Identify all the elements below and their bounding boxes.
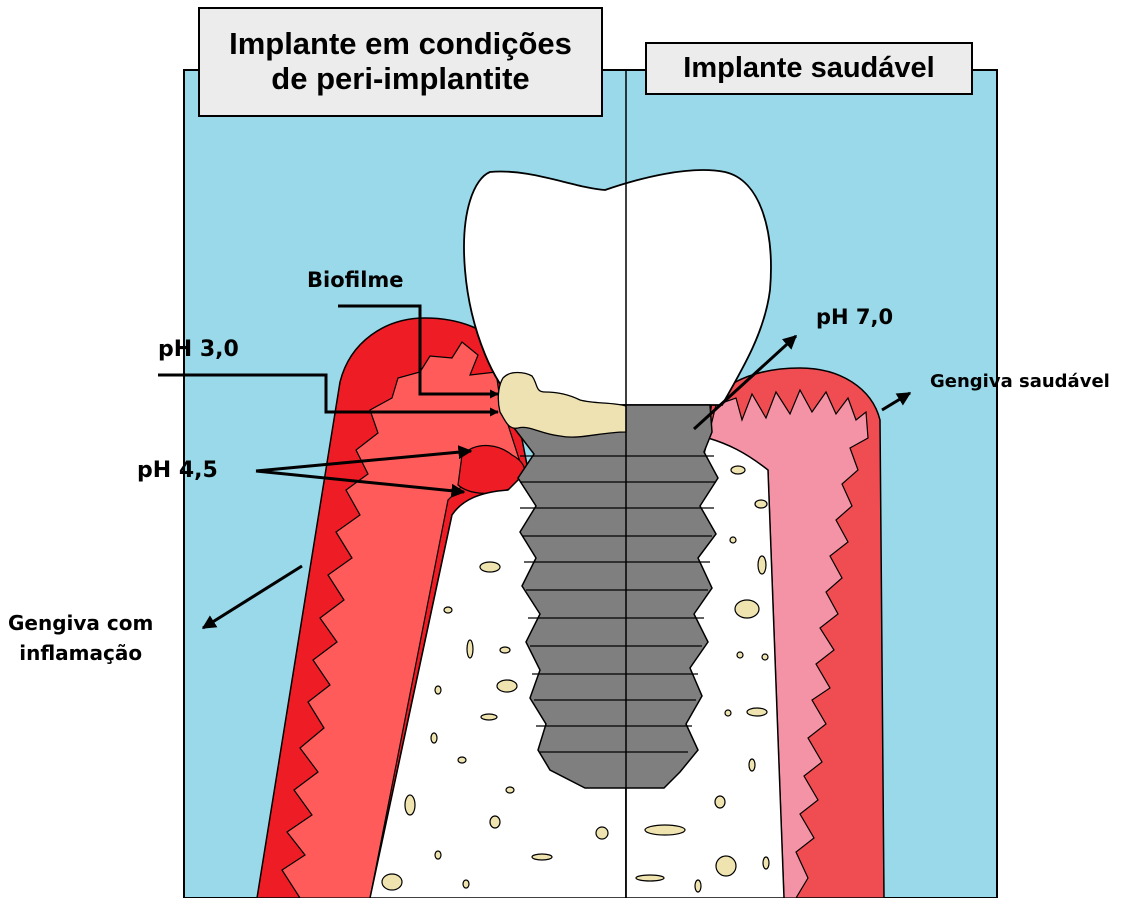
label-gengiva-inflamacao: Gengiva com inflamação bbox=[8, 608, 153, 668]
label-ph-4-5: pH 4,5 bbox=[137, 458, 218, 483]
title-peri-implantite: Implante em condições de peri-implantite bbox=[198, 7, 603, 117]
label-biofilme: Biofilme bbox=[307, 268, 404, 292]
label-gengiva-inflamacao-line2: inflamação bbox=[8, 638, 153, 668]
title-left-line1: Implante em condições bbox=[229, 27, 572, 62]
label-ph-3: pH 3,0 bbox=[158, 337, 239, 362]
label-ph-7: pH 7,0 bbox=[816, 305, 893, 329]
label-gengiva-inflamacao-line1: Gengiva com bbox=[8, 608, 153, 638]
crown bbox=[464, 170, 771, 405]
implant-body bbox=[514, 405, 718, 788]
title-implante-saudavel: Implante saudável bbox=[645, 42, 973, 95]
title-left-line2: de peri-implantite bbox=[229, 62, 572, 97]
label-gengiva-saudavel: Gengiva saudável bbox=[930, 371, 1110, 392]
